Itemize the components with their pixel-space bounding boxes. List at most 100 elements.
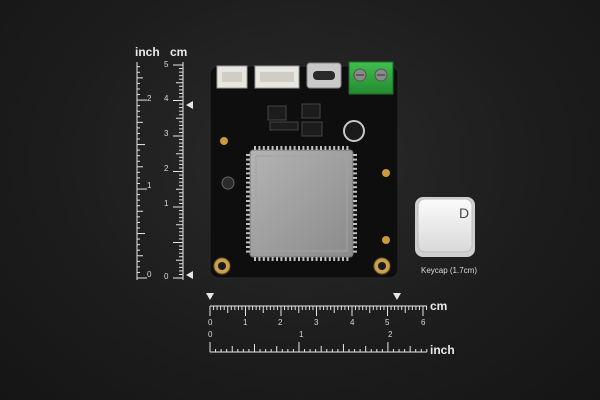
module-pin [324, 146, 327, 150]
hruler-cm-0: 0 [208, 318, 213, 327]
module-pin [353, 190, 357, 193]
module-pin [353, 181, 357, 184]
module-pin [271, 146, 274, 150]
cellular-module [249, 149, 354, 258]
module-pin [346, 146, 349, 150]
module-pin [276, 257, 278, 261]
module-pin [254, 257, 256, 261]
hruler-cm-6: 6 [421, 318, 426, 327]
module-pin [262, 146, 265, 150]
module-pin [353, 246, 357, 248]
module-pin [254, 146, 256, 150]
module-pin [246, 246, 250, 248]
hruler-inch-1: 1 [299, 330, 304, 339]
module-pin [353, 172, 357, 175]
module-pin [337, 146, 340, 150]
module-pin [311, 257, 314, 261]
module-pin [246, 186, 250, 189]
module-pin [353, 241, 357, 244]
module-pin [246, 236, 250, 239]
hruler-cm-5: 5 [385, 318, 390, 327]
module-pin [315, 146, 318, 150]
vruler-cm-1: 1 [164, 199, 169, 208]
module-pin [289, 146, 292, 150]
module-pin [246, 190, 250, 193]
module-pin [353, 250, 357, 253]
module-pin [262, 257, 265, 261]
module-pin [298, 257, 300, 261]
module-pin [302, 257, 305, 261]
vertical-cm-label: cm [170, 45, 188, 59]
module-pin [315, 257, 318, 261]
keycap-caption: Keycap (1.7cm) [420, 266, 478, 275]
module-pin [246, 209, 250, 212]
module-pin [293, 257, 296, 261]
keycap-letter: D [459, 205, 469, 221]
module-pin [271, 257, 274, 261]
module-pin [284, 257, 287, 261]
module-pin [267, 257, 270, 261]
horizontal-ruler-marker-right [393, 293, 401, 300]
module-pin [246, 167, 250, 170]
module-pin [246, 195, 250, 198]
module-pin [306, 146, 309, 150]
vertical-ruler-marker-bottom [186, 271, 193, 279]
module-pin [293, 146, 296, 150]
hruler-cm-2: 2 [278, 318, 283, 327]
module-pin [246, 227, 250, 230]
module-pin [342, 257, 344, 261]
module-pin [289, 257, 292, 261]
module-pin [353, 232, 357, 235]
module-pin [246, 158, 250, 161]
horizontal-cm-label: cm [430, 299, 448, 313]
module-pin [258, 257, 261, 261]
module-pin [333, 146, 336, 150]
module-pin [353, 223, 357, 225]
module-pin [328, 257, 331, 261]
module-pin [298, 146, 300, 150]
module-pin [246, 154, 250, 156]
buzzer [221, 176, 235, 190]
module-pin [320, 257, 322, 261]
module-pin [353, 177, 357, 179]
module-pin [353, 204, 357, 207]
module-pin [311, 146, 314, 150]
module-pin [353, 227, 357, 230]
module-pin [246, 163, 250, 166]
vruler-inch-2: 2 [147, 94, 152, 103]
module-pin [246, 172, 250, 175]
horizontal-inch-label: inch [430, 343, 455, 357]
capacitor [343, 120, 365, 142]
hruler-cm-3: 3 [314, 318, 319, 327]
module-pin [353, 200, 357, 202]
module-pin [353, 209, 357, 212]
module-pin [306, 257, 309, 261]
module-pin [337, 257, 340, 261]
hruler-cm-4: 4 [350, 318, 355, 327]
module-pin [246, 177, 250, 179]
module-pin [246, 250, 250, 253]
module-pin [280, 146, 283, 150]
module-pin [246, 200, 250, 202]
module-pin [346, 257, 349, 261]
module-pin [353, 167, 357, 170]
vruler-inch-0: 0 [147, 270, 152, 279]
module-pin [353, 236, 357, 239]
module-pin [320, 146, 322, 150]
module-pin [353, 158, 357, 161]
module-pin [280, 257, 283, 261]
module-pin [353, 154, 357, 156]
module-pin [342, 146, 344, 150]
module-pin [246, 241, 250, 244]
module-pin [324, 257, 327, 261]
module-pin [328, 146, 331, 150]
vertical-inch-label: inch [135, 45, 160, 59]
module-pin [246, 232, 250, 235]
module-pin [276, 146, 278, 150]
vruler-cm-0: 0 [164, 272, 169, 281]
vruler-inch-1: 1 [147, 181, 152, 190]
